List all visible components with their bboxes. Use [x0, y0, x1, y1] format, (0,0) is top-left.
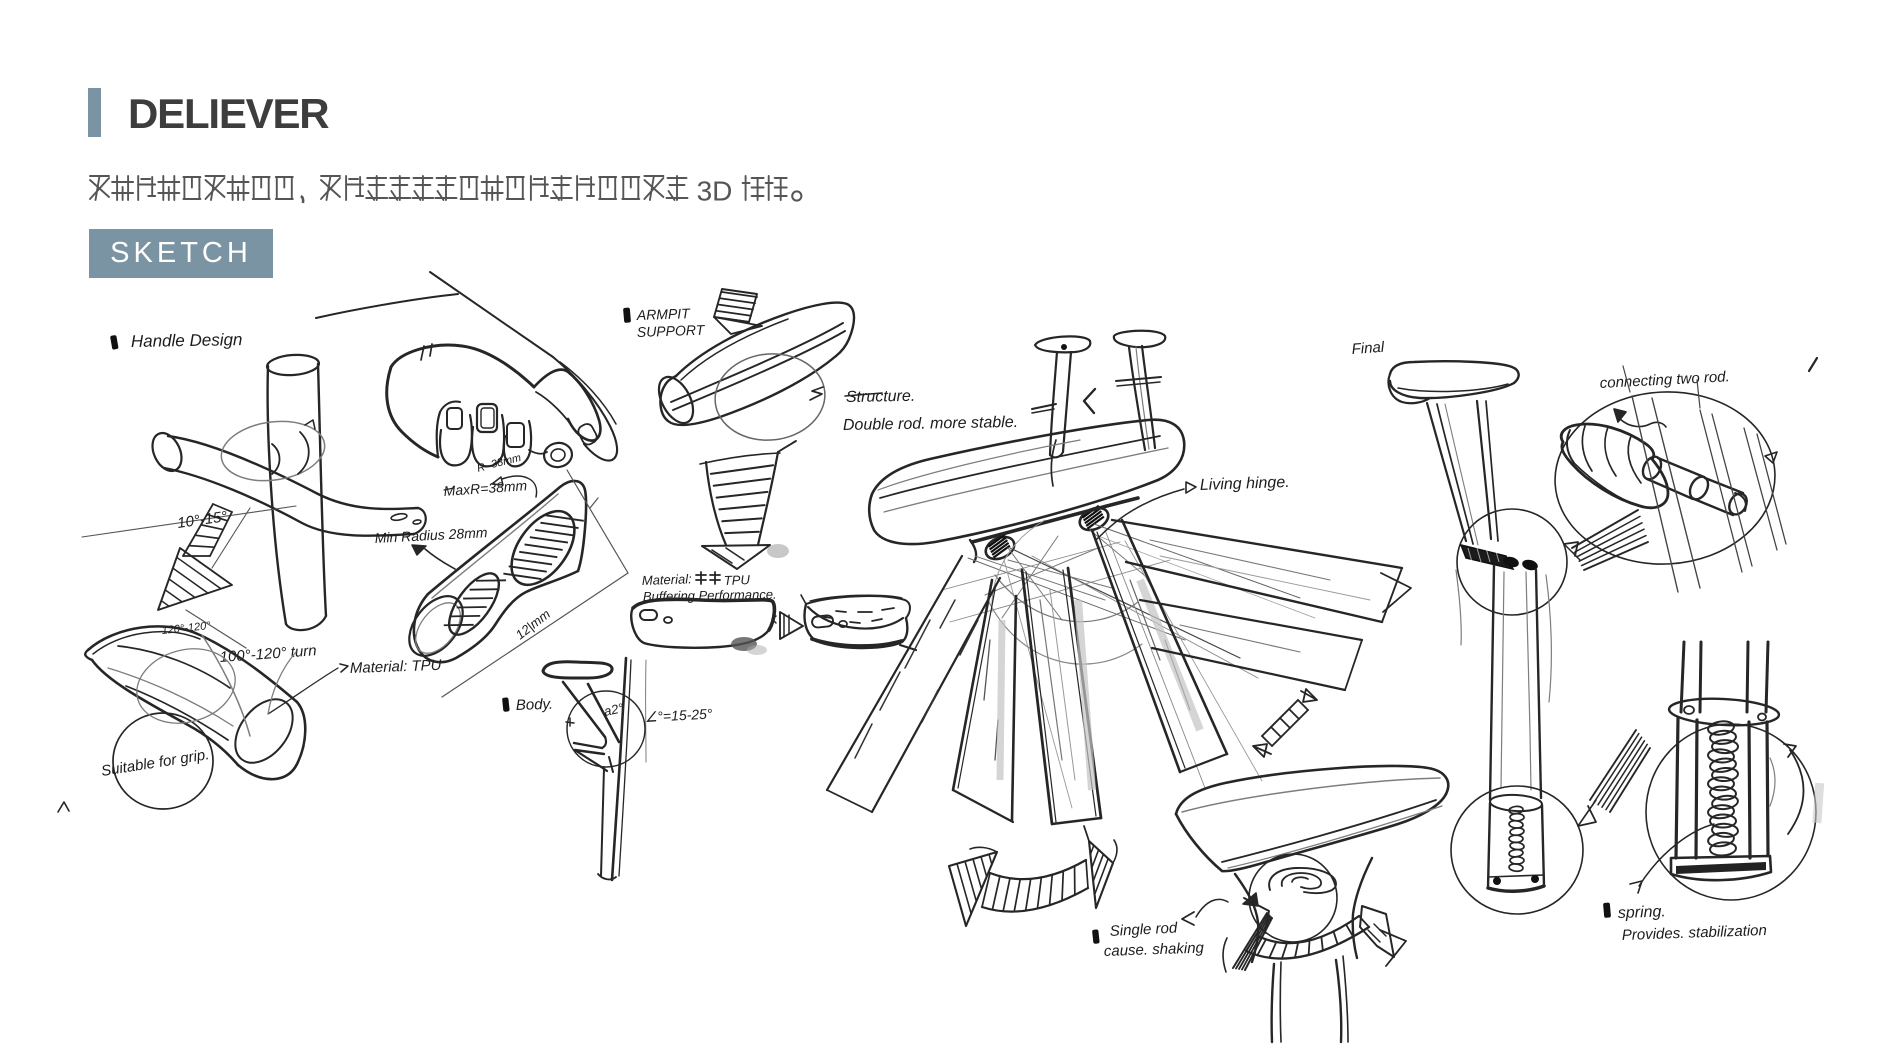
svg-text:Single rod: Single rod [1109, 919, 1178, 940]
svg-text:spring.: spring. [1618, 903, 1667, 922]
svg-text:∠°=15-25°: ∠°=15-25° [644, 705, 713, 725]
svg-text:Structure.: Structure. [846, 388, 916, 406]
svg-text:ARMPIT: ARMPIT [636, 305, 692, 323]
svg-text:3D: 3D [697, 176, 733, 207]
svg-text:TPU: TPU [724, 572, 751, 588]
svg-text:MaxR=38mm: MaxR=38mm [443, 477, 528, 499]
svg-text:Suitable for grip.: Suitable for grip. [100, 746, 211, 780]
svg-text:10°-15°: 10°-15° [176, 508, 228, 532]
svg-text:connecting two rod.: connecting two rod. [1599, 368, 1730, 392]
svg-text:Min Radius 28mm: Min Radius 28mm [374, 524, 488, 546]
svg-text:Double rod. more stable.: Double rod. more stable. [843, 414, 1018, 434]
svg-text:Living hinge.: Living hinge. [1200, 474, 1290, 494]
svg-text:Material: TPU: Material: TPU [350, 657, 442, 677]
svg-text:38mm: 38mm [490, 452, 523, 471]
svg-text:a2°: a2° [603, 700, 625, 719]
svg-text:Material:: Material: [642, 571, 693, 588]
svg-text:Body.: Body. [516, 696, 554, 714]
svg-text:cause. shaking: cause. shaking [1104, 939, 1205, 960]
svg-text:Handle Design: Handle Design [131, 330, 243, 351]
svg-text:Final: Final [1351, 339, 1385, 358]
svg-text:Provides. stabilization: Provides. stabilization [1622, 922, 1768, 944]
svg-text:R: R [476, 461, 487, 475]
svg-text:SUPPORT: SUPPORT [637, 322, 706, 340]
